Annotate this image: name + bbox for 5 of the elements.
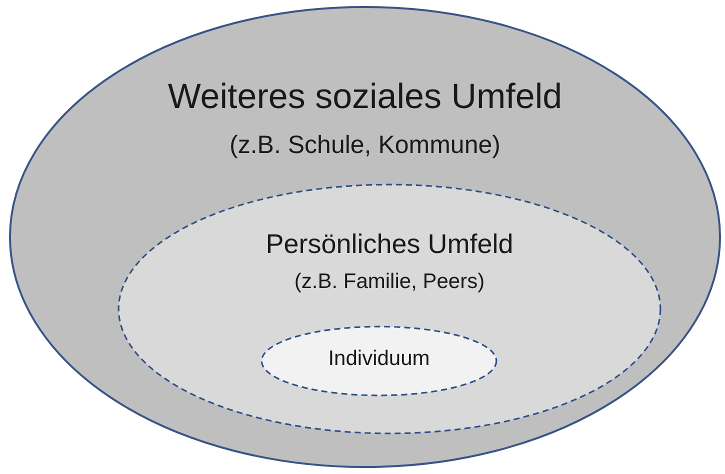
label-text: Individuum — [328, 347, 430, 371]
subtitle-text: (z.B. Familie, Peers) — [294, 270, 485, 294]
heading-text: Persönliches Umfeld — [266, 229, 514, 260]
heading-text: Weiteres soziales Umfeld — [168, 77, 562, 117]
subtitle-text: (z.B. Schule, Kommune) — [230, 131, 500, 160]
